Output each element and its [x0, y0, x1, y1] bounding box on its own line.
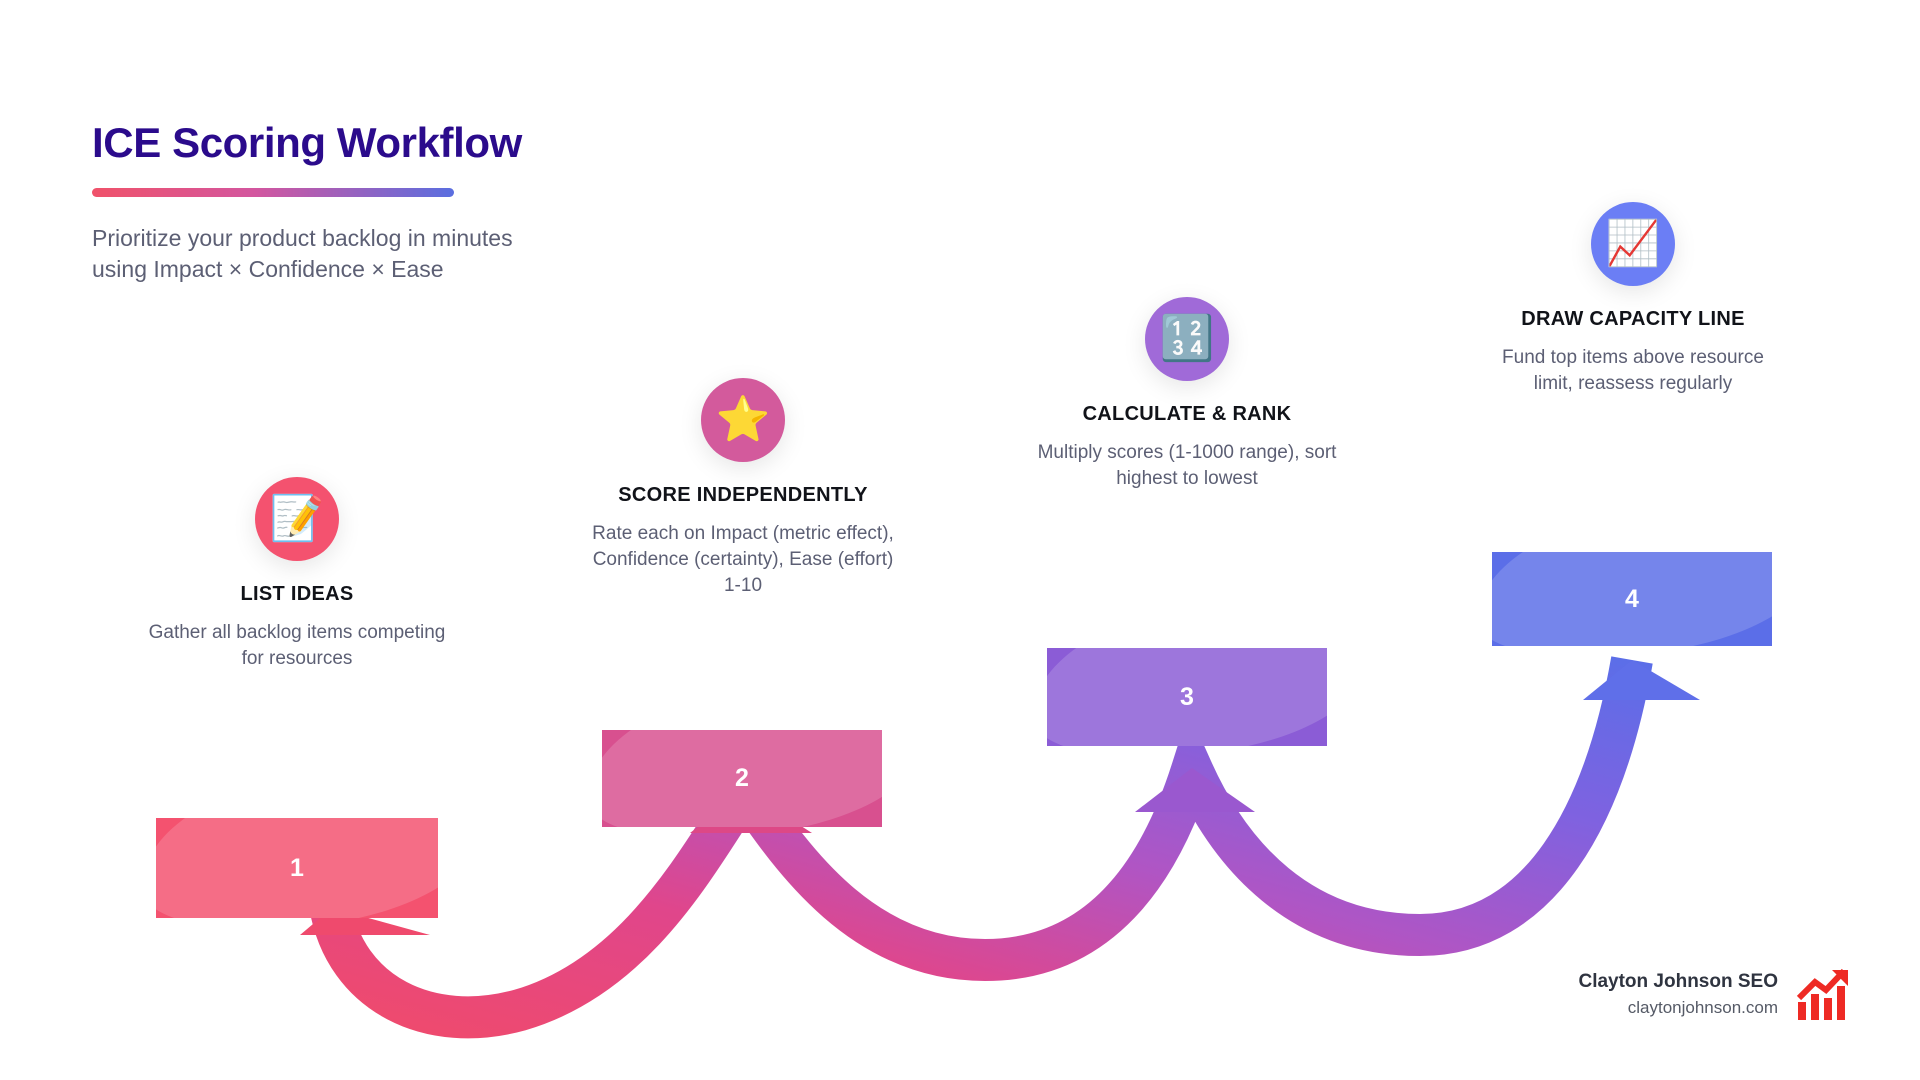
- step-bar-1[interactable]: 1: [156, 818, 438, 918]
- star-icon: ⭐: [701, 378, 785, 462]
- page-subtitle: Prioritize your product backlog in minut…: [92, 225, 513, 282]
- step-description: Gather all backlog items competing for r…: [148, 622, 446, 670]
- page-title: ICE Scoring Workflow: [92, 119, 522, 166]
- bar-number: 2: [735, 764, 749, 792]
- step-title: LIST IDEAS: [240, 583, 354, 605]
- step-title: CALCULATE & RANK: [1082, 403, 1292, 425]
- step-description: Rate each on Impact (metric effect), Con…: [592, 523, 894, 597]
- footer-branding: Clayton Johnson SEO claytonjohnson.com: [1578, 968, 1852, 1022]
- step-2: ⭐ SCORE INDEPENDENTLY Rate each on Impac…: [578, 378, 908, 600]
- header: ICE Scoring Workflow Prioritize your pro…: [92, 119, 522, 284]
- step-description: Multiply scores (1-1000 range), sort hig…: [1037, 442, 1337, 490]
- step-3: 🔢 CALCULATE & RANK Multiply scores (1-10…: [1022, 297, 1352, 492]
- memo-icon-glyph: 📝: [269, 494, 325, 543]
- bar-number: 4: [1625, 584, 1639, 613]
- bar-number: 1: [290, 853, 304, 882]
- step-1: 📝 LIST IDEAS Gather all backlog items co…: [132, 477, 462, 672]
- input-numbers-icon: 🔢: [1145, 297, 1229, 381]
- step-bar-2[interactable]: 2: [602, 730, 882, 827]
- brand-name: Clayton Johnson SEO: [1578, 971, 1778, 993]
- step-title: SCORE INDEPENDENTLY: [618, 484, 868, 506]
- input-numbers-icon-glyph: 🔢: [1159, 314, 1215, 363]
- chart-increasing-icon-glyph: 📈: [1605, 219, 1661, 268]
- chart-increasing-icon: 📈: [1591, 202, 1675, 286]
- step-title: DRAW CAPACITY LINE: [1521, 308, 1745, 330]
- accent-divider: [92, 188, 454, 198]
- step-4: 📈 DRAW CAPACITY LINE Fund top items abov…: [1468, 202, 1798, 397]
- memo-icon: 📝: [255, 477, 339, 561]
- bar-number: 3: [1180, 682, 1194, 711]
- star-icon-glyph: ⭐: [715, 395, 771, 444]
- step-bar-3[interactable]: 3: [1047, 648, 1327, 746]
- step-description: Fund top items above resource limit, rea…: [1502, 347, 1764, 395]
- bar-chart-arrow-logo: [1796, 968, 1848, 1020]
- brand-website: claytonjohnson.com: [1627, 997, 1778, 1017]
- step-bar-4[interactable]: 4: [1492, 552, 1772, 646]
- footer-text: Clayton Johnson SEO claytonjohnson.com: [1578, 970, 1778, 1020]
